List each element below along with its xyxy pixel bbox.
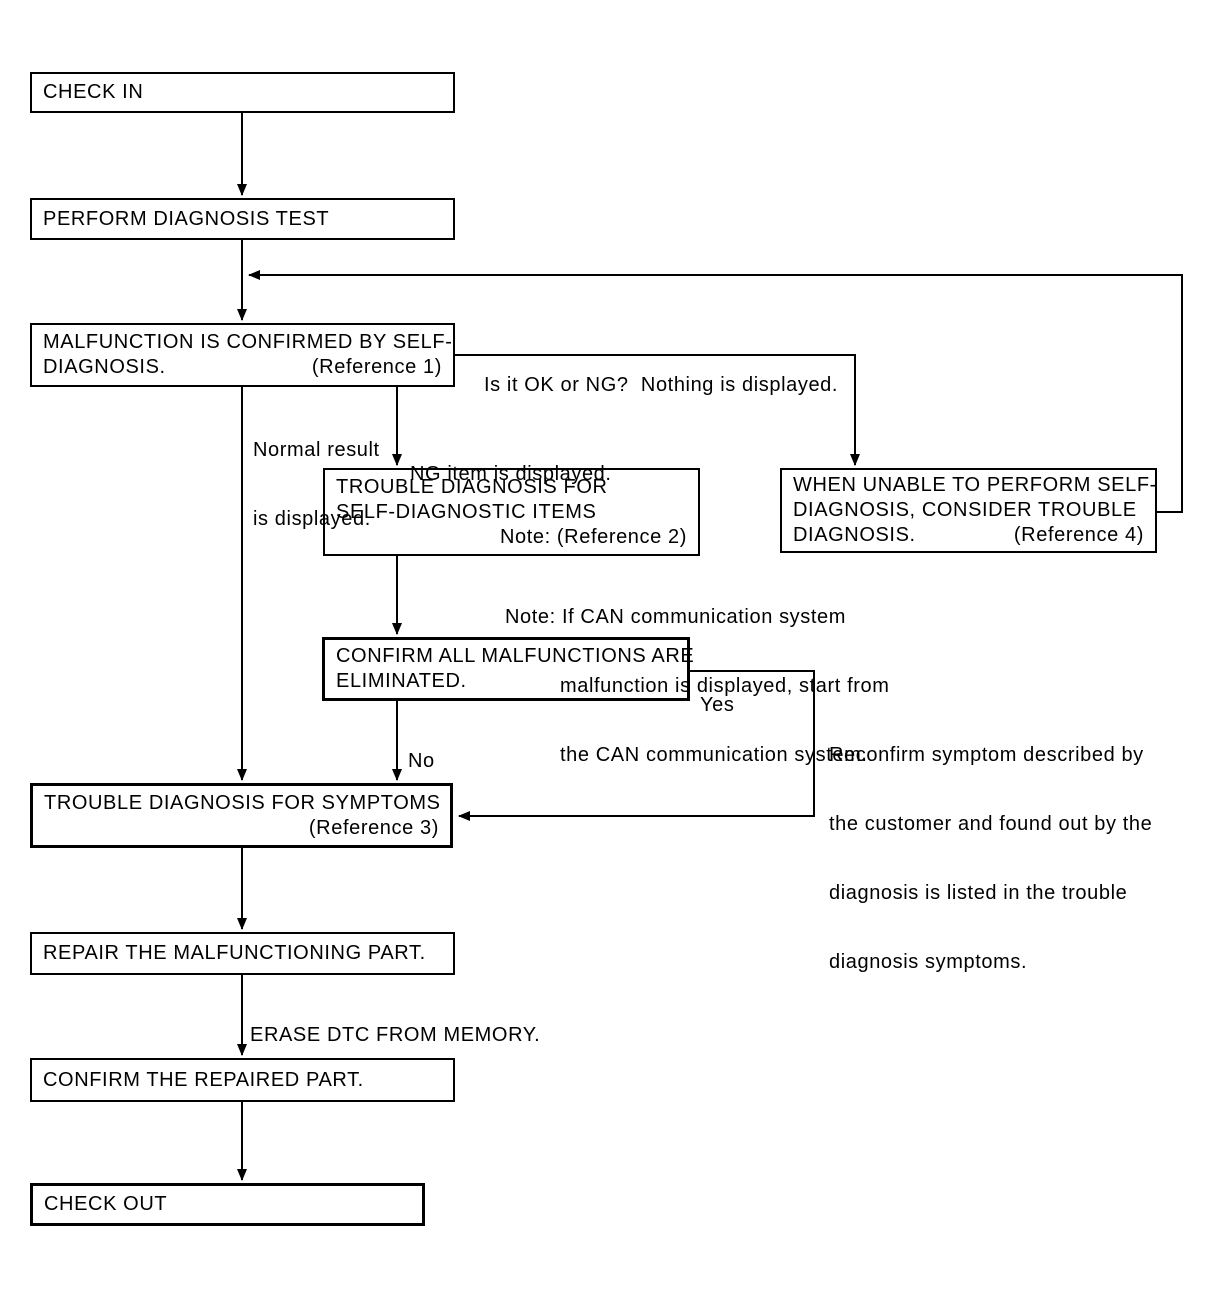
label-erase-dtc: ERASE DTC FROM MEMORY. bbox=[250, 1024, 541, 1046]
node-check-out-label: CHECK OUT bbox=[44, 1193, 168, 1215]
node-unable-line3: DIAGNOSIS. bbox=[793, 524, 916, 546]
node-confirm-repaired-label: CONFIRM THE REPAIRED PART. bbox=[43, 1068, 364, 1091]
node-check-out: CHECK OUT bbox=[30, 1183, 425, 1226]
label-no: No bbox=[408, 750, 435, 772]
node-malfunction-line2: DIAGNOSIS. bbox=[43, 356, 166, 378]
node-check-in: CHECK IN bbox=[30, 72, 455, 113]
node-trouble-diagnosis-symptoms: TROUBLE DIAGNOSIS FOR SYMPTOMS (Referenc… bbox=[30, 783, 453, 848]
node-unable-ref: (Reference 4) bbox=[1013, 524, 1144, 546]
node-symptoms-line1: TROUBLE DIAGNOSIS FOR SYMPTOMS bbox=[44, 791, 441, 814]
connector-okng-to-ref4 bbox=[455, 354, 860, 466]
node-confirm-malfunctions-eliminated: CONFIRM ALL MALFUNCTIONS ARE ELIMINATED. bbox=[322, 637, 695, 701]
node-trouble-diagnosis-self-items: TROUBLE DIAGNOSIS FOR SELF-DIAGNOSTIC IT… bbox=[323, 468, 700, 556]
label-ng-item: NG item is displayed. bbox=[410, 463, 612, 485]
node-malfunction-line1: MALFUNCTION IS CONFIRMED BY SELF- bbox=[43, 331, 453, 353]
connector-yes-to-symptoms bbox=[458, 670, 815, 821]
node-when-unable-self-diagnosis: WHEN UNABLE TO PERFORM SELF- DIAGNOSIS, … bbox=[780, 468, 1157, 553]
node-self-diag-note: Note: (Reference 2) bbox=[499, 525, 687, 548]
node-repair-label: REPAIR THE MALFUNCTIONING PART. bbox=[43, 942, 426, 964]
label-ok-ng: Is it OK or NG? Nothing is displayed. bbox=[484, 374, 839, 396]
node-perform-diagnosis-test-label: PERFORM DIAGNOSIS TEST bbox=[43, 207, 330, 230]
node-malfunction-confirmed: MALFUNCTION IS CONFIRMED BY SELF- DIAGNO… bbox=[30, 323, 455, 387]
label-reconfirm-symptom: Reconfirm symptom described by the custo… bbox=[829, 744, 1153, 973]
node-symptoms-ref: (Reference 3) bbox=[308, 816, 439, 839]
label-yes: Yes bbox=[700, 694, 735, 716]
node-self-diag-line2: SELF-DIAGNOSTIC ITEMS bbox=[336, 500, 597, 523]
node-confirm-repaired-part: CONFIRM THE REPAIRED PART. bbox=[30, 1058, 455, 1102]
label-normal-result: Normal result is displayed. bbox=[253, 439, 380, 530]
node-confirm-all-line2: ELIMINATED. bbox=[336, 670, 467, 692]
node-perform-diagnosis-test: PERFORM DIAGNOSIS TEST bbox=[30, 198, 455, 240]
node-unable-line2: DIAGNOSIS, CONSIDER TROUBLE bbox=[793, 499, 1137, 521]
node-malfunction-ref: (Reference 1) bbox=[311, 356, 442, 378]
node-self-diag-line1: TROUBLE DIAGNOSIS FOR bbox=[336, 475, 608, 498]
connector-feedback-ref4-to-spine bbox=[248, 270, 1183, 513]
node-repair-part: REPAIR THE MALFUNCTIONING PART. bbox=[30, 932, 455, 975]
node-check-in-label: CHECK IN bbox=[43, 81, 144, 103]
label-can-note: Note: If CAN communication system malfun… bbox=[505, 606, 890, 766]
node-confirm-all-line1: CONFIRM ALL MALFUNCTIONS ARE bbox=[336, 645, 695, 667]
node-unable-line1: WHEN UNABLE TO PERFORM SELF- bbox=[793, 474, 1157, 496]
